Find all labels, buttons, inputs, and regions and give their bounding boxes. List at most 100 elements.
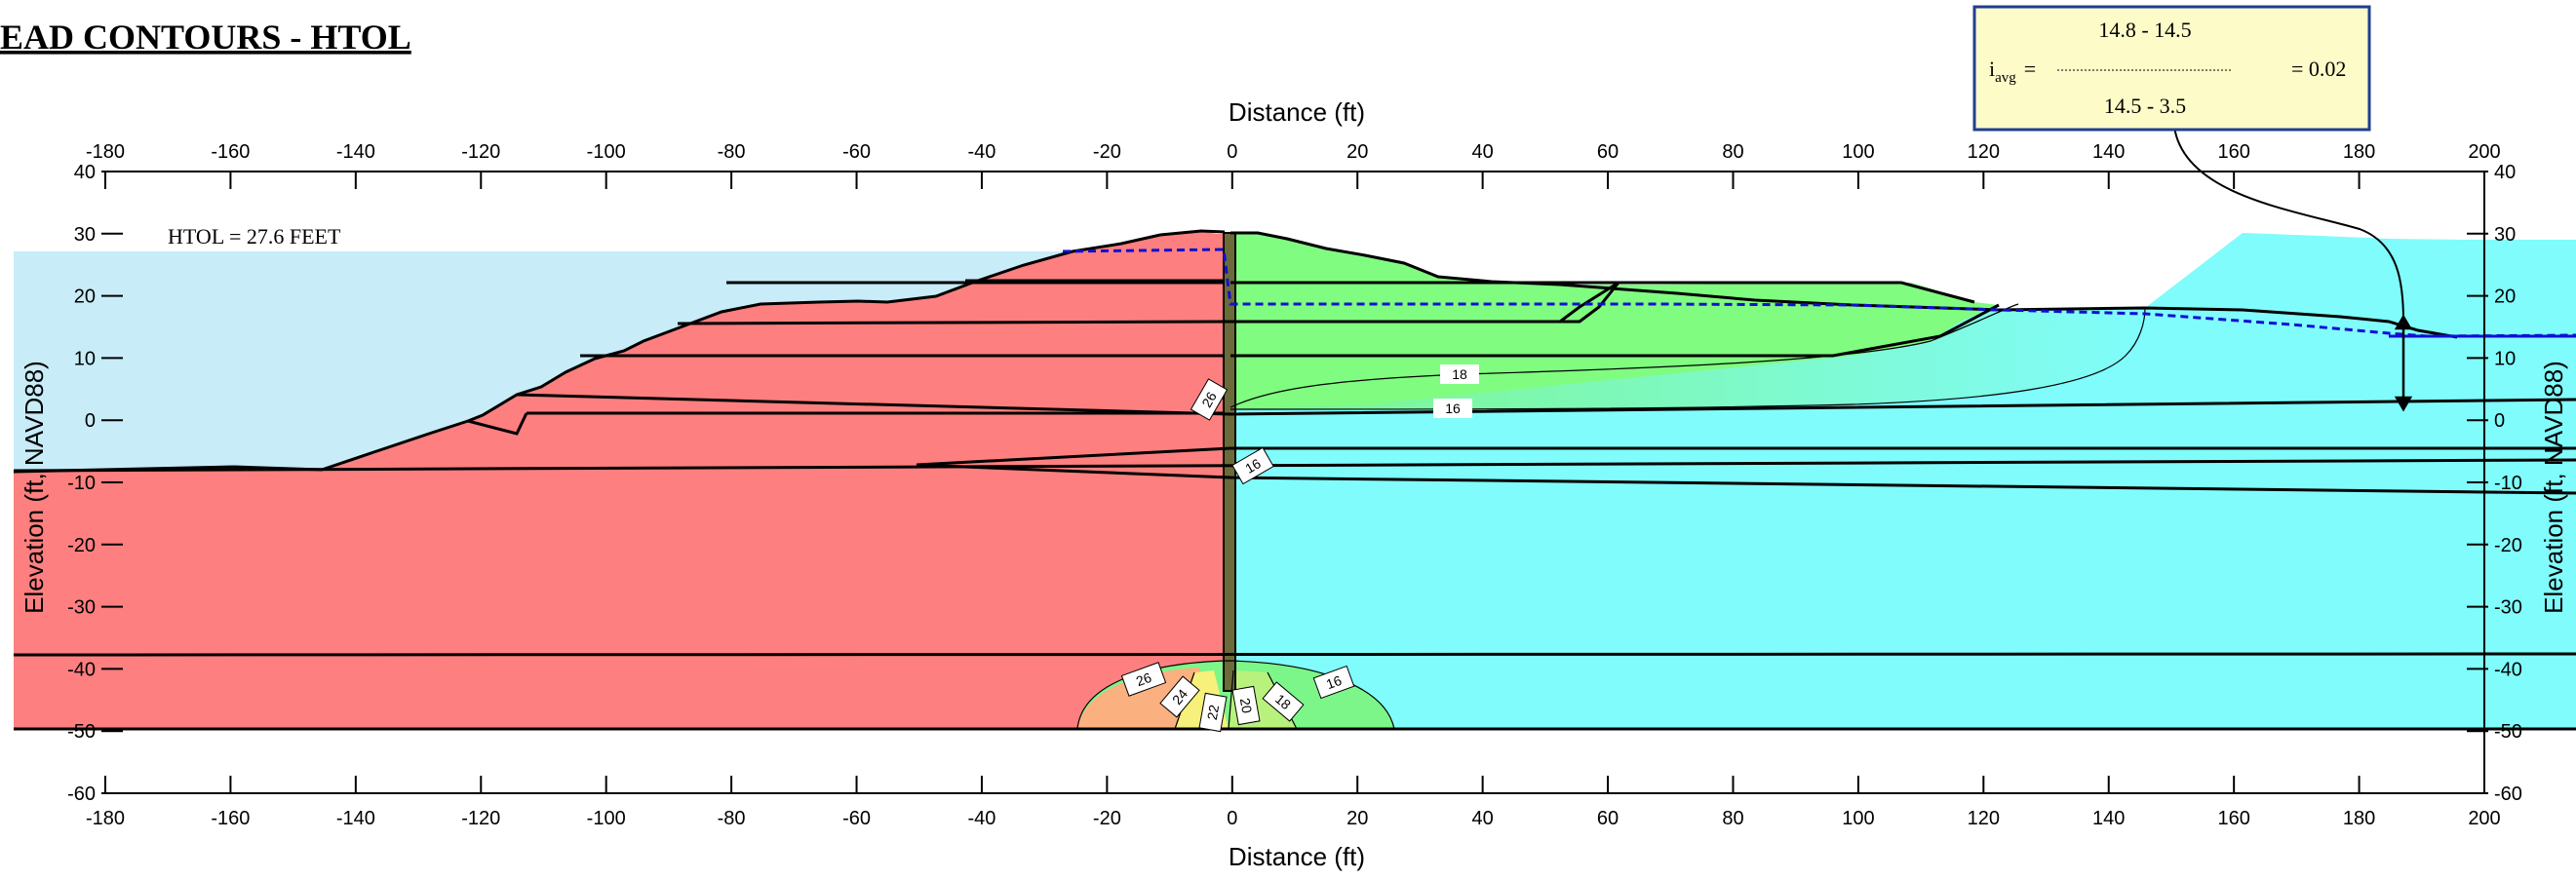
x-tick-label-top: -20 — [1093, 141, 1121, 163]
x-tick-label-top: 180 — [2343, 141, 2375, 163]
y-tick-label-left: -30 — [67, 597, 96, 619]
formula-equals: = — [2024, 57, 2036, 81]
x-tick-label-top: 140 — [2092, 141, 2125, 163]
x-tick-label-bottom: -40 — [967, 808, 995, 829]
contour-label: 16 — [1445, 401, 1461, 416]
formula-result: = 0.02 — [2291, 57, 2346, 81]
y-tick-label-right: -60 — [2494, 783, 2522, 805]
y-tick-label-left: -10 — [67, 473, 96, 494]
contour-label: 20 — [1237, 697, 1255, 714]
contour-label: 18 — [1452, 366, 1467, 382]
x-tick-label-bottom: 80 — [1722, 808, 1743, 829]
y-tick-label-left: 10 — [74, 348, 96, 369]
gradient-formula-box: 14.8 - 14.5 14.5 - 3.5 iavg = = 0.02 — [1972, 5, 2371, 132]
x-tick-label-bottom: 160 — [2217, 808, 2249, 829]
x-tick-label-top: 160 — [2217, 141, 2249, 163]
contour-label: 22 — [1204, 704, 1222, 721]
x-tick-label-top: -100 — [587, 141, 626, 163]
y-tick-label-right: 20 — [2494, 287, 2516, 308]
x-tick-label-bottom: 200 — [2468, 808, 2500, 829]
x-tick-label-bottom: -80 — [718, 808, 746, 829]
phreatic-surface-line — [1062, 248, 2576, 338]
x-tick-label-bottom: 100 — [1842, 808, 1874, 829]
contour-label: 16 — [1242, 455, 1264, 477]
y-tick-label-left: 0 — [85, 410, 96, 432]
x-tick-label-bottom: 120 — [1968, 808, 2000, 829]
contour-label-box — [1198, 692, 1228, 733]
x-tick-label-bottom: -180 — [86, 808, 125, 829]
y-tick-label-left: 20 — [74, 287, 96, 308]
sheet-pile-wall — [1223, 232, 1236, 692]
formula-i-subscript: avg — [1995, 70, 2016, 86]
x-tick-label-bottom: 140 — [2092, 808, 2125, 829]
x-axis-title-top: Distance (ft) — [1229, 97, 1365, 127]
contour-label-box — [1440, 364, 1479, 384]
x-tick-label-bottom: 180 — [2343, 808, 2375, 829]
x-tick-label-top: 100 — [1842, 141, 1874, 163]
x-tick-label-top: -140 — [336, 141, 375, 163]
head-difference-arrow — [2394, 314, 2413, 412]
y-tick-label-right: -10 — [2494, 473, 2522, 494]
y-tick-label-right: 40 — [2494, 162, 2516, 183]
formula-lhs: iavg = — [1989, 57, 2036, 86]
x-tick-label-bottom: -160 — [211, 808, 250, 829]
x-tick-label-bottom: -100 — [587, 808, 626, 829]
y-tick-label-left: -40 — [67, 659, 96, 680]
formula-i-symbol: i — [1989, 57, 1995, 81]
contour-label-box — [1231, 685, 1261, 726]
x-tick-label-bottom: -60 — [842, 808, 871, 829]
contour-label-box — [1190, 378, 1229, 421]
x-tick-label-top: -40 — [967, 141, 995, 163]
contour-label-box — [1262, 681, 1305, 722]
y-tick-label-left: -50 — [67, 721, 96, 743]
formula-denominator: 14.5 - 3.5 — [2104, 94, 2186, 118]
x-tick-label-top: 20 — [1347, 141, 1368, 163]
htol-label: HTOL = 27.6 FEET — [168, 224, 341, 248]
x-tick-label-bottom: 40 — [1472, 808, 1494, 829]
formula-numerator: 14.8 - 14.5 — [2098, 18, 2191, 42]
contour-label-box — [1433, 399, 1472, 418]
y-tick-label-right: -50 — [2494, 721, 2522, 743]
contour-label-box — [1312, 665, 1355, 700]
x-tick-label-top: 200 — [2468, 141, 2500, 163]
y-tick-label-right: 30 — [2494, 224, 2516, 246]
contour-labels: 26 18 16 16 26 24 22 20 — [1120, 364, 1479, 733]
x-tick-label-bottom: -120 — [461, 808, 500, 829]
y-axis-title-left: Elevation (ft, NAVD88) — [20, 361, 49, 614]
contour-label: 26 — [1134, 669, 1153, 689]
x-tick-label-top: 0 — [1227, 141, 1237, 163]
x-axis-title-bottom: Distance (ft) — [1229, 842, 1365, 871]
y-tick-label-right: -20 — [2494, 535, 2522, 556]
y-tick-label-left: 40 — [74, 162, 96, 183]
y-tick-label-right: 10 — [2494, 348, 2516, 369]
x-tick-label-bottom: -140 — [336, 808, 375, 829]
page-title: EAD CONTOURS - HTOL — [0, 18, 411, 57]
contour-label: 26 — [1198, 389, 1220, 410]
x-tick-label-top: 120 — [1968, 141, 2000, 163]
levee-embankment — [1230, 233, 1999, 407]
soil-layer-boundaries — [13, 229, 2576, 731]
y-tick-label-right: -40 — [2494, 659, 2522, 680]
x-tick-label-top: -60 — [842, 141, 871, 163]
x-tick-label-bottom: -20 — [1093, 808, 1121, 829]
y-tick-label-left: 30 — [74, 224, 96, 246]
x-tick-label-top: -80 — [718, 141, 746, 163]
x-tick-label-top: 60 — [1597, 141, 1619, 163]
x-tick-label-top: -120 — [461, 141, 500, 163]
y-tick-label-left: -20 — [67, 535, 96, 556]
x-tick-label-top: 40 — [1472, 141, 1494, 163]
y-axis-title-right: Elevation (ft, NAVD88) — [2539, 361, 2568, 614]
y-tick-label-right: 0 — [2494, 410, 2505, 432]
formula-box-background — [1972, 5, 2371, 132]
contour-label-box — [1231, 446, 1274, 485]
y-axis-right: 40 30 20 10 0 -10 -20 -30 -40 -50 -60 — [2467, 162, 2522, 805]
x-tick-label-top: -180 — [86, 141, 125, 163]
contour-label-box — [1120, 662, 1167, 697]
contour-label: 16 — [1324, 672, 1344, 692]
y-tick-label-right: -30 — [2494, 597, 2522, 619]
